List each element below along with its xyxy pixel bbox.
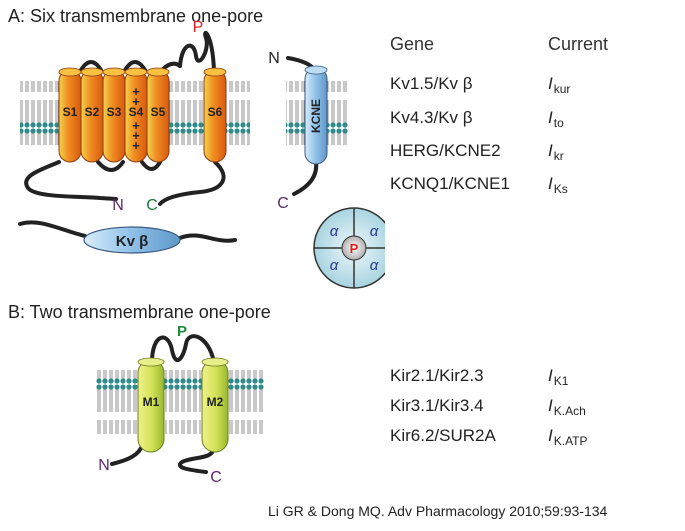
kir-gene-row-2: Kir3.1/Kir3.4: [390, 396, 484, 415]
kir-current-row-2: IK.Ach: [548, 396, 586, 418]
c-terminus-label: C: [146, 197, 158, 214]
kcne-label: KCNE: [309, 99, 323, 133]
s5-helix: [146, 67, 170, 163]
m2-helix: M2: [201, 357, 229, 453]
tetramer-pore-label: P: [350, 241, 359, 256]
kir-current-row-1: IK1: [548, 366, 569, 388]
gene-header: Gene: [390, 34, 435, 54]
alpha-subunit-2: α: [370, 223, 379, 240]
pore-loop: [178, 31, 216, 72]
current-row-4: IKs: [548, 174, 568, 196]
gene-row-1: Kv1.5/Kv β: [390, 74, 473, 93]
membrane-two-tm: [96, 370, 264, 434]
current-row-1: Ikur: [548, 74, 571, 96]
s1-label: S1: [63, 105, 78, 119]
s4-helix: [124, 67, 148, 163]
c-terminus-label-b: C: [210, 469, 222, 486]
m2-label: M2: [207, 395, 224, 409]
s4-charge-4: +: [132, 128, 140, 143]
pore-loop-b: [150, 334, 216, 364]
m1-helix: M1: [137, 357, 165, 453]
two-tm-diagram: M1 M2 P N C: [96, 323, 264, 486]
s3-label: S3: [107, 105, 122, 119]
gene-row-3: HERG/KCNE2: [390, 141, 501, 160]
s4-charge-1: +: [132, 84, 140, 99]
alpha-subunit-1: α: [330, 223, 339, 240]
alpha-subunit-3: α: [330, 257, 339, 274]
s5-label: S5: [151, 105, 166, 119]
current-row-2: Ito: [548, 108, 564, 130]
section-a-title: A: Six transmembrane one-pore: [8, 6, 264, 26]
s4-label: S4: [129, 105, 144, 119]
six-tm-diagram: S1 S2 S3 S4 S5 S6 + + + + + P N C KCNE N…: [18, 19, 385, 289]
current-row-3: Ikr: [548, 141, 564, 163]
gene-row-4: KCNQ1/KCNE1: [390, 174, 510, 193]
kv-beta-label: Kv β: [116, 233, 149, 250]
kcne-helix: KCNE: [304, 65, 328, 165]
kir-gene-row-3: Kir6.2/SUR2A: [390, 426, 496, 445]
n-terminus-label-b: N: [98, 457, 110, 474]
gene-row-2: Kv4.3/Kv β: [390, 108, 473, 127]
s6-helix: [203, 67, 227, 163]
current-header: Current: [548, 34, 609, 54]
kcne-n-label: N: [268, 50, 280, 67]
s1-helix: [58, 67, 82, 163]
section-b-title: B: Two transmembrane one-pore: [8, 302, 271, 322]
kcne-c-label: C: [277, 195, 289, 212]
citation: Li GR & Dong MQ. Adv Pharmacology 2010;5…: [268, 503, 608, 519]
m1-label: M1: [143, 395, 160, 409]
n-terminus-label: N: [112, 197, 124, 214]
tetramer-diagram: α α α α P: [313, 207, 385, 289]
kir-current-row-3: IK.ATP: [548, 426, 588, 448]
s6-label: S6: [208, 105, 223, 119]
s2-helix: [80, 67, 104, 163]
kv-beta-subunit: Kv β: [83, 226, 181, 254]
pore-label-a: P: [193, 19, 204, 36]
s4-charge-3: +: [132, 118, 140, 133]
s4-charge-5: +: [132, 138, 140, 153]
s2-label: S2: [85, 105, 100, 119]
s4-charge-2: +: [132, 94, 140, 109]
alpha-subunit-4: α: [370, 257, 379, 274]
kir-gene-row-1: Kir2.1/Kir2.3: [390, 366, 484, 385]
pore-label-b: P: [177, 323, 187, 340]
